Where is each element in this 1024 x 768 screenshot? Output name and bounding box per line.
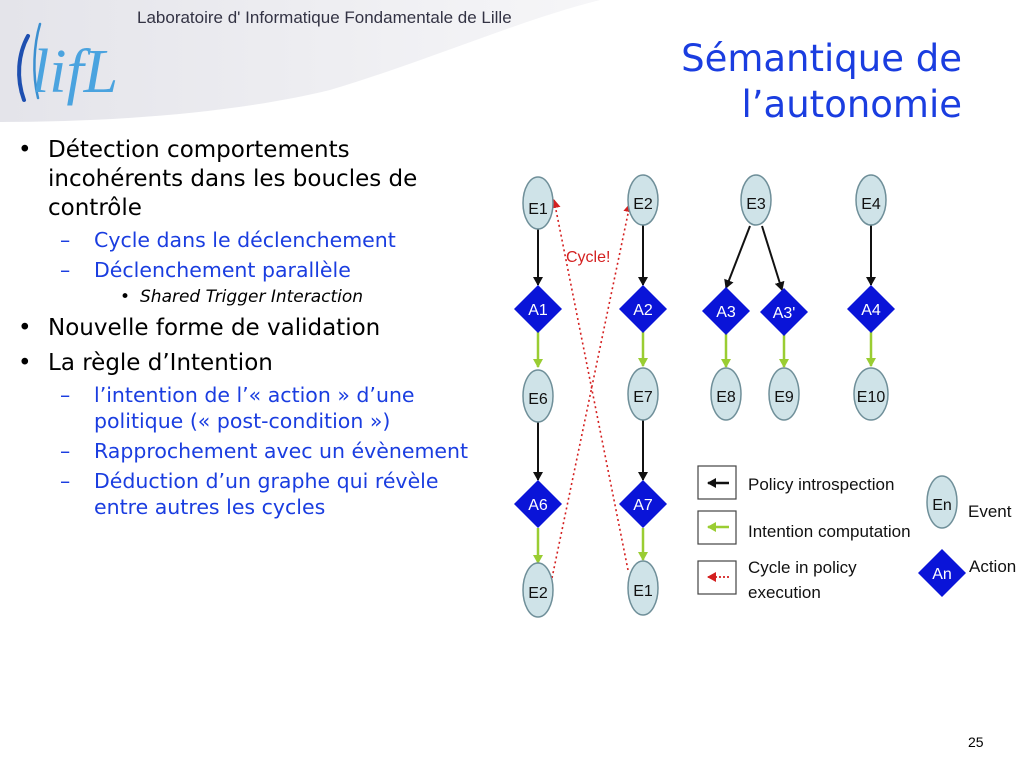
event-label: E7 [633, 389, 653, 406]
event-node [853, 367, 889, 421]
dash-marker: – [60, 383, 71, 407]
legend-action-symbol [918, 549, 966, 597]
policy-arrow [724, 225, 751, 289]
legend-action-label: Action [969, 557, 1016, 576]
lab-name: Laboratoire d' Informatique Fondamentale… [137, 8, 512, 27]
action-labels: A1 A2 A3 A3' A4 A6 A7 [528, 302, 881, 514]
bullet-item: • Nouvelle forme de validation [14, 314, 490, 343]
cycle-arrows [550, 199, 634, 579]
action-node [514, 285, 562, 333]
event-node [522, 369, 554, 423]
sub-bullet-item: – Cycle dans le déclenchement [14, 227, 490, 253]
action-node [619, 480, 667, 528]
header-band [0, 0, 600, 122]
action-label: A4 [861, 302, 881, 319]
logo-text: lifL [32, 38, 118, 106]
event-label: E1 [528, 201, 548, 218]
sub-bullet-text: Déduction d’un graphe qui révèle entre a… [94, 469, 439, 519]
action-label: A6 [528, 497, 548, 514]
event-label: E8 [716, 389, 736, 406]
action-node [619, 285, 667, 333]
cycle-label: Cycle! [566, 249, 610, 266]
event-node [710, 367, 742, 421]
sub-bullet-text: l’intention de l’« action » d’une politi… [94, 383, 415, 433]
action-label: A1 [528, 302, 548, 319]
action-node [760, 288, 808, 336]
bullet-marker: • [18, 350, 32, 376]
sub-bullet-item: – l’intention de l’« action » d’une poli… [14, 382, 490, 434]
dash-marker: – [60, 469, 71, 493]
bullet-item: • La règle d’Intention [14, 349, 490, 378]
action-node [514, 480, 562, 528]
bullet-list: • Détection comportements incohérents da… [14, 130, 490, 520]
sub-sub-bullet-item: • Shared Trigger Interaction [14, 286, 490, 308]
event-node [740, 174, 772, 226]
legend-cycle-label-line1: Cycle in policy [748, 558, 857, 577]
sub-bullet-item: – Rapprochement avec un évènement [14, 438, 490, 464]
event-label: E4 [861, 196, 881, 213]
sub-bullet-text: Déclenchement parallèle [94, 258, 351, 282]
bullet-marker: • [18, 137, 32, 163]
event-node [522, 562, 554, 618]
policy-graph-diagram: Cycle! E1 E2 E3 E4 E6 E7 E8 E9 E10 E2 E1 [514, 174, 1016, 618]
legend-event-symbol [926, 475, 958, 529]
event-labels: E1 E2 E3 E4 E6 E7 E8 E9 E10 E2 E1 [528, 196, 885, 602]
lifl-logo: lifL [17, 22, 118, 106]
event-nodes [522, 174, 889, 618]
page-number: 25 [968, 734, 984, 750]
action-node [847, 285, 895, 333]
event-node [627, 174, 659, 226]
dash-marker: – [60, 439, 71, 463]
event-label: E3 [746, 196, 766, 213]
action-label: A3 [716, 304, 736, 321]
event-node [855, 174, 887, 226]
legend-event-symbol-label: En [932, 497, 952, 514]
action-label: A7 [633, 497, 653, 514]
policy-arrow [761, 225, 785, 291]
legend: Policy introspection Intention computati… [697, 465, 1016, 602]
bullet-text: Nouvelle forme de validation [48, 315, 381, 341]
legend-intention-label: Intention computation [748, 522, 911, 541]
event-label: E1 [633, 583, 653, 600]
legend-policy-label: Policy introspection [748, 475, 894, 494]
bullet-text: La règle d’Intention [48, 350, 273, 376]
sub-sub-bullet-text: Shared Trigger Interaction [140, 287, 364, 307]
event-label: E2 [633, 196, 653, 213]
action-label: A3' [773, 305, 796, 322]
sub-bullet-text: Rapprochement avec un évènement [94, 439, 469, 463]
event-node [627, 367, 659, 421]
intention-arrows [533, 332, 876, 564]
event-label: E10 [857, 389, 886, 406]
slide-title: Sémantique de l’autonomie [542, 36, 962, 128]
slide-title-line2: l’autonomie [741, 83, 962, 126]
event-node [768, 367, 800, 421]
bullet-text: Détection comportements incohérents dans… [48, 137, 418, 221]
event-node [627, 560, 659, 616]
action-label: A2 [633, 302, 653, 319]
sub-bullet-item: – Déclenchement parallèle [14, 257, 490, 283]
bullet-item: • Détection comportements incohérents da… [14, 136, 490, 223]
sub-bullet-item: – Déduction d’un graphe qui révèle entre… [14, 468, 490, 520]
event-label: E2 [528, 585, 548, 602]
cycle-arrow [551, 203, 634, 579]
dash-marker: – [60, 258, 71, 282]
sub-bullet-text: Cycle dans le déclenchement [94, 228, 396, 252]
policy-arrows [533, 225, 876, 481]
legend-action-symbol-label: An [932, 566, 952, 583]
dash-marker: – [60, 228, 71, 252]
action-nodes [514, 285, 895, 528]
bullet-marker: • [18, 315, 32, 341]
slide-title-line1: Sémantique de [681, 37, 962, 80]
event-label: E6 [528, 391, 548, 408]
header-swoosh [0, 0, 600, 122]
legend-cycle-label-line2: execution [748, 583, 821, 602]
action-node [702, 287, 750, 335]
event-node [522, 176, 554, 230]
event-label: E9 [774, 389, 794, 406]
bullet-marker: • [120, 287, 131, 307]
legend-event-label: Event [968, 502, 1012, 521]
